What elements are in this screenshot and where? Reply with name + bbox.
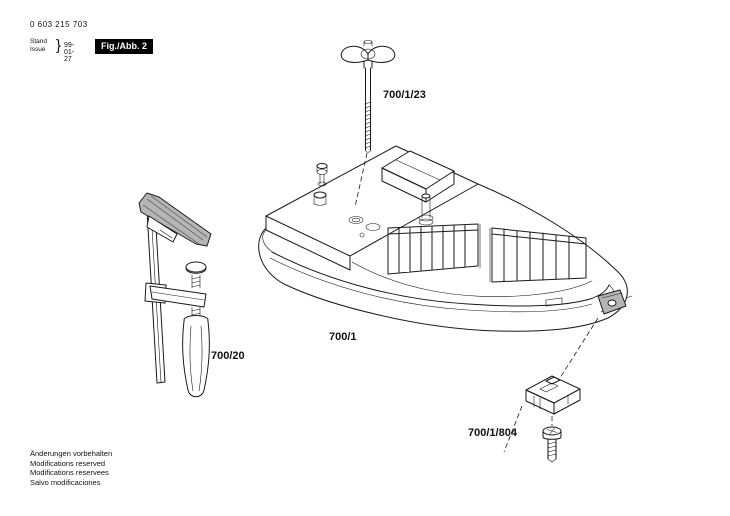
clamp-handle	[182, 320, 210, 398]
screw-drawing	[542, 426, 562, 463]
bracket-sides	[525, 388, 581, 415]
brace-glyph: }	[56, 37, 62, 54]
figure-label-box: Fig./Abb. 2	[95, 39, 153, 54]
footer-notice: Änderungen vorbehalten Modifications res…	[30, 449, 112, 487]
clamp-pad-disc	[185, 261, 207, 273]
document-number: 0 603 215 703	[30, 20, 88, 29]
deck-holes	[348, 216, 381, 238]
deck-top	[265, 145, 479, 257]
screw-threads	[547, 441, 557, 457]
deck-front-edge	[265, 215, 351, 271]
leader-lines	[354, 152, 599, 453]
bracket-drawing	[525, 375, 581, 415]
issue-label: Issue	[30, 46, 46, 53]
clamp-arm-line	[151, 291, 205, 301]
clamp-lever-hatch	[142, 195, 208, 245]
label-clamp-bracket: 700/1/804	[468, 427, 517, 439]
screw-head-side	[542, 430, 562, 440]
issue-date: 99-01-27	[64, 42, 75, 63]
stand-label: Stand	[30, 38, 47, 45]
deck-pin-tall	[418, 193, 434, 226]
tray-rim-inner	[269, 257, 593, 313]
deck-pin-stub	[313, 191, 327, 206]
bracket-slot	[539, 382, 559, 393]
rib-panel-left	[387, 223, 479, 275]
clamp-spindle-upper	[191, 274, 201, 289]
wedge-sides	[381, 167, 455, 203]
stand-issue-labels: Stand Issue	[30, 38, 47, 54]
bracket-steps	[533, 394, 569, 410]
wing-nub-sides	[363, 41, 373, 47]
clamp-jaw-line	[159, 229, 173, 239]
wing-left	[340, 45, 369, 63]
leader-bolt-to-deck	[354, 152, 368, 208]
leader-bracket-down	[503, 405, 523, 453]
footer-line-fr: Modifications reservees	[30, 468, 109, 477]
bolt-neck	[363, 61, 373, 69]
clamp-fixed-jaw	[146, 215, 178, 243]
tray-left-cap-inner	[262, 229, 273, 253]
leader-tray-to-bracket	[559, 317, 599, 379]
panel-divider	[479, 223, 491, 283]
label-wing-bolt: 700/1/23	[383, 89, 426, 101]
bracket-tab	[545, 376, 561, 385]
end-clip-lines	[601, 292, 633, 299]
bolt-shaft	[365, 67, 371, 151]
wing-nub-top	[363, 40, 373, 44]
deck-pin-small	[316, 163, 328, 187]
tray-floor-edge	[351, 261, 593, 297]
footer-line-en: Modifications reserved	[30, 458, 106, 468]
footer-line-es: Salvo modificaciones	[30, 477, 101, 487]
base-assembly-drawing	[258, 145, 633, 332]
screw-tip	[547, 458, 557, 463]
rim-notch	[545, 297, 563, 307]
wedge-slope-line	[395, 159, 441, 181]
wing-bolt-drawing	[340, 40, 396, 153]
clamp-drawing	[138, 192, 212, 398]
clamp-moving-arm	[149, 285, 207, 308]
label-base-assembly: 700/1	[329, 331, 357, 343]
rib-panel-right	[491, 227, 587, 283]
screw-cross-recess	[546, 427, 558, 435]
wing-right	[367, 45, 396, 63]
bolt-tip	[365, 149, 371, 153]
clamp-handle-contours	[189, 325, 203, 392]
wing-hub	[360, 48, 376, 60]
tray-outline	[258, 183, 628, 332]
label-clamp: 700/20	[211, 350, 245, 362]
bolt-threads	[364, 101, 372, 149]
footer-line-de: Änderungen vorbehalten	[30, 449, 113, 458]
clamp-pad-rim	[185, 267, 207, 274]
end-clip-knob	[607, 299, 617, 307]
